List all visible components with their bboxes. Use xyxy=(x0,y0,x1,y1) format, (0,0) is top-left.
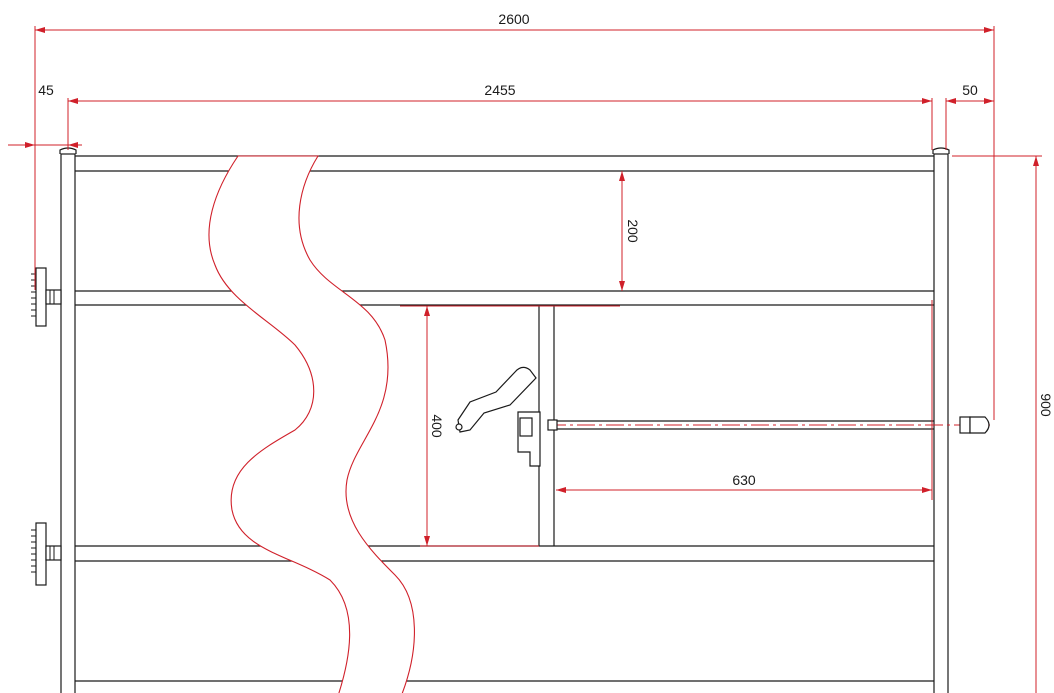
upper-hinge xyxy=(31,267,62,327)
dim-left-offset: 45 xyxy=(38,82,54,98)
dim-overall-height: 900 xyxy=(1038,393,1054,417)
hinge-plate xyxy=(35,522,47,586)
right-post xyxy=(933,153,949,693)
bolt-collar xyxy=(547,419,558,431)
dim-rail-spacing: 200 xyxy=(625,219,641,243)
dimensions: 2600 2455 45 50 200 400 630 900 xyxy=(8,11,1054,693)
dim-right-offset: 50 xyxy=(962,82,978,98)
latch-pivot xyxy=(455,423,463,431)
dim-overall-width: 2600 xyxy=(498,11,529,27)
lower-hinge xyxy=(31,522,62,586)
latch-body xyxy=(519,417,533,437)
bolt-nut xyxy=(959,416,971,434)
dim-bar-length: 630 xyxy=(732,472,756,488)
right-post-cap xyxy=(932,147,950,154)
dim-gate-section: 400 xyxy=(429,414,445,438)
left-post xyxy=(60,153,76,693)
latch-lever xyxy=(457,366,537,433)
break-section xyxy=(208,155,415,693)
dim-inner-width: 2455 xyxy=(484,82,515,98)
bolt-tip xyxy=(969,416,990,434)
latch-mechanism xyxy=(455,366,990,467)
hinge-plate xyxy=(35,267,47,327)
